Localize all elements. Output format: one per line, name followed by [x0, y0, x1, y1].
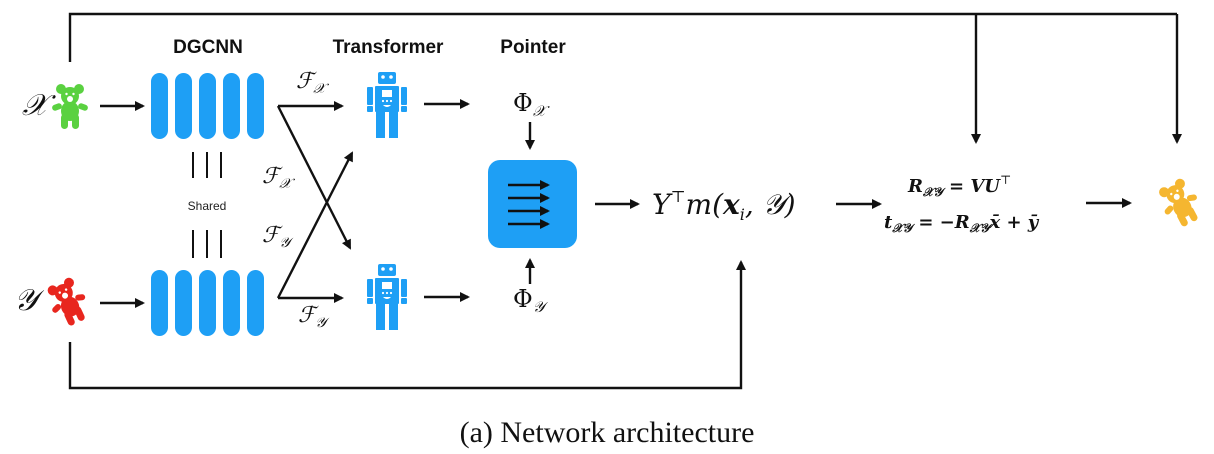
- green-teddy-bear-icon: [51, 84, 89, 129]
- rotation-equation: R𝒳𝒴 = VU⊤: [907, 173, 1011, 199]
- red-teddy-bear-icon: [41, 274, 95, 331]
- skip-line-bottom: [68, 260, 746, 390]
- phi-x-label: Φ𝒳: [513, 89, 550, 120]
- translation-equation: t𝒳𝒴 = −R𝒳𝒴x̄ + ȳ: [884, 212, 1040, 235]
- robot-icon-transformer-y: [367, 264, 407, 330]
- shared-equality-top: [192, 152, 222, 178]
- shared-label: Shared: [188, 199, 227, 213]
- feature-fx-top: ℱ𝒳: [296, 69, 329, 97]
- dgcnn-block-x: [151, 73, 264, 139]
- header-pointer: Pointer: [500, 37, 566, 58]
- header-dgcnn: DGCNN: [173, 37, 243, 58]
- input-y-label: 𝒴: [14, 283, 45, 318]
- input-x-label: 𝒳: [22, 88, 56, 123]
- feature-fy-bot: ℱ𝒴: [298, 303, 330, 331]
- pointer-block: [488, 160, 577, 248]
- figure-caption: (a) Network architecture: [460, 416, 755, 449]
- header-transformer: Transformer: [333, 37, 444, 58]
- feature-fy-mid: ℱ𝒴: [262, 223, 294, 251]
- phi-y-label: Φ𝒴: [513, 285, 549, 316]
- robot-icon-transformer-x: [367, 72, 407, 138]
- feature-fx-mid: ℱ𝒳: [262, 164, 295, 192]
- yellow-teddy-bear-icon: [1153, 174, 1208, 233]
- skip-line-top: [68, 12, 1177, 62]
- shared-equality-bottom: [192, 230, 222, 258]
- arrow-fy-to-transformer-x: [276, 151, 354, 299]
- soft-correspondence-expression: Y⊤m(xi, 𝒴): [652, 187, 796, 224]
- arrow-fx-to-transformer-y: [276, 105, 352, 250]
- pointer-arrows-icon: [508, 180, 550, 229]
- dgcnn-block-y: [151, 270, 264, 336]
